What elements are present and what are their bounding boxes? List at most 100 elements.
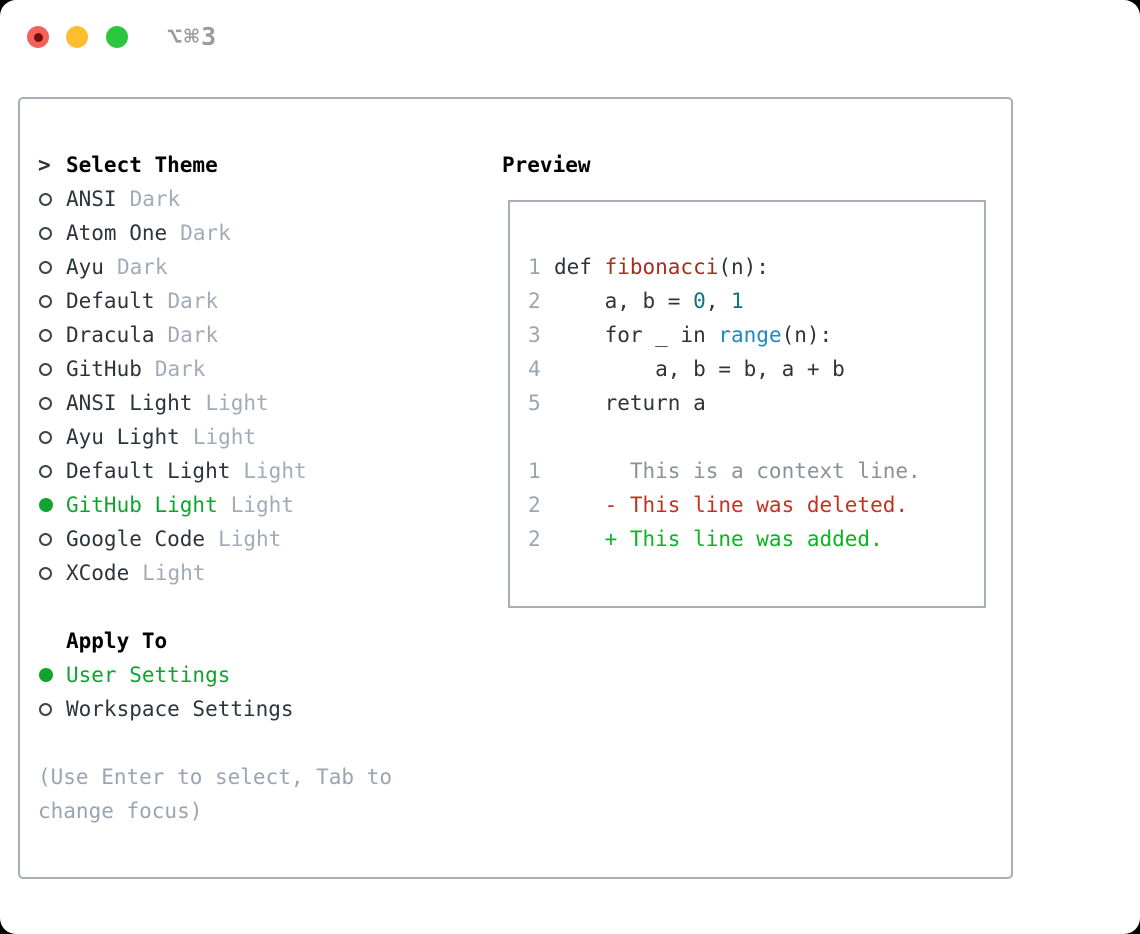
- apply-option-label: User Settings: [66, 663, 231, 687]
- close-button[interactable]: [27, 26, 49, 48]
- theme-name-label: Default: [66, 289, 155, 313]
- radio-marker: [38, 362, 66, 376]
- radio-icon: [39, 226, 52, 240]
- theme-name-label: ANSI Light: [66, 391, 193, 415]
- theme-name-label: GitHub Light: [66, 493, 218, 517]
- theme-name-label: ANSI: [66, 187, 117, 211]
- diff-preview: 1 This is a context line.2 - This line w…: [528, 454, 984, 556]
- line-number: 3: [528, 323, 541, 347]
- theme-name-label: XCode: [66, 561, 130, 585]
- code-segment: def: [554, 255, 605, 279]
- zoom-button[interactable]: [106, 26, 128, 48]
- theme-option-ansi-light[interactable]: ANSI Light Light: [38, 386, 392, 420]
- hint-line: change focus): [38, 799, 203, 823]
- theme-name-label: Ayu Light: [66, 425, 180, 449]
- theme-variant-label: Light: [192, 425, 257, 449]
- radio-marker: [38, 532, 66, 546]
- code-segment: - This line was deleted.: [554, 493, 909, 517]
- code-segment: (n):: [718, 255, 769, 279]
- spacer: [38, 726, 392, 760]
- line-number: 2: [528, 289, 541, 313]
- code-segment: (n):: [781, 323, 833, 347]
- theme-name-label: Dracula: [66, 323, 155, 347]
- theme-name-label: Ayu: [66, 255, 104, 279]
- radio-marker: [38, 260, 66, 274]
- theme-variant-label: Dark: [167, 323, 219, 347]
- code-segment: a, b =: [554, 289, 694, 313]
- code-line: 1 def fibonacci(n):: [528, 250, 984, 284]
- close-dot-icon: [33, 32, 43, 42]
- theme-option-ayu-light[interactable]: Ayu Light Light: [38, 420, 392, 454]
- theme-option-dracula[interactable]: Dracula Dark: [38, 318, 392, 352]
- theme-variant-label: Light: [142, 561, 206, 585]
- radio-icon: [39, 192, 52, 206]
- theme-option-xcode[interactable]: XCode Light: [38, 556, 392, 590]
- code-line: 3 for _ in range(n):: [528, 318, 984, 352]
- apply-to-header-row: Apply To: [38, 624, 392, 658]
- radio-icon: [39, 702, 52, 716]
- code-segment: return a: [554, 391, 706, 415]
- window-shortcut-label: ⌥⌘3: [167, 22, 219, 51]
- code-segment: 1: [731, 289, 744, 313]
- code-segment: This is a context line.: [554, 459, 921, 483]
- code-segment: for _ in: [554, 323, 719, 347]
- apply-option-user-settings[interactable]: User Settings: [38, 658, 392, 692]
- select-theme-header: Select Theme: [66, 153, 218, 177]
- minimize-button[interactable]: [66, 26, 88, 48]
- code-segment: a, b = b, a + b: [554, 357, 845, 381]
- theme-variant-label: Dark: [129, 187, 181, 211]
- radio-selected-icon: [39, 668, 53, 682]
- diff-line: 2 - This line was deleted.: [528, 488, 984, 522]
- code-segment: 0: [693, 289, 706, 313]
- radio-marker: [38, 668, 66, 682]
- theme-option-ansi[interactable]: ANSI Dark: [38, 182, 392, 216]
- apply-to-header: Apply To: [66, 629, 168, 653]
- code-segment: ,: [705, 289, 732, 313]
- preview-header: Preview: [502, 153, 591, 177]
- radio-marker: [38, 430, 66, 444]
- line-number: 5: [528, 391, 541, 415]
- diff-line: 1 This is a context line.: [528, 454, 984, 488]
- radio-marker: [38, 566, 66, 580]
- code-segment: fibonacci: [604, 255, 719, 279]
- line-number: 4: [528, 357, 541, 381]
- theme-variant-label: Light: [230, 493, 294, 517]
- radio-marker: [38, 498, 66, 512]
- apply-option-workspace-settings[interactable]: Workspace Settings: [38, 692, 392, 726]
- radio-marker: [38, 396, 66, 410]
- radio-marker: [38, 702, 66, 716]
- theme-name-label: GitHub: [66, 357, 142, 381]
- radio-icon: [39, 328, 52, 342]
- radio-selected-icon: [39, 498, 53, 512]
- code-line: 4 a, b = b, a + b: [528, 352, 984, 386]
- code-line: 2 a, b = 0, 1: [528, 284, 984, 318]
- radio-icon: [39, 294, 52, 308]
- spacer: [38, 590, 392, 624]
- theme-option-default[interactable]: Default Dark: [38, 284, 392, 318]
- theme-option-github-light[interactable]: GitHub Light Light: [38, 488, 392, 522]
- radio-marker: [38, 328, 66, 342]
- radio-icon: [39, 260, 52, 274]
- select-theme-header-row: > Select Theme: [38, 148, 392, 182]
- radio-icon: [39, 566, 52, 580]
- radio-marker: [38, 192, 66, 206]
- theme-variant-label: Light: [205, 391, 269, 415]
- radio-marker: [38, 226, 66, 240]
- radio-icon: [39, 430, 52, 444]
- line-number: 1: [528, 255, 541, 279]
- apply-option-label: Workspace Settings: [66, 697, 294, 721]
- theme-name-label: Google Code: [66, 527, 206, 551]
- theme-variant-label: Dark: [167, 289, 219, 313]
- theme-name-label: Atom One: [66, 221, 168, 245]
